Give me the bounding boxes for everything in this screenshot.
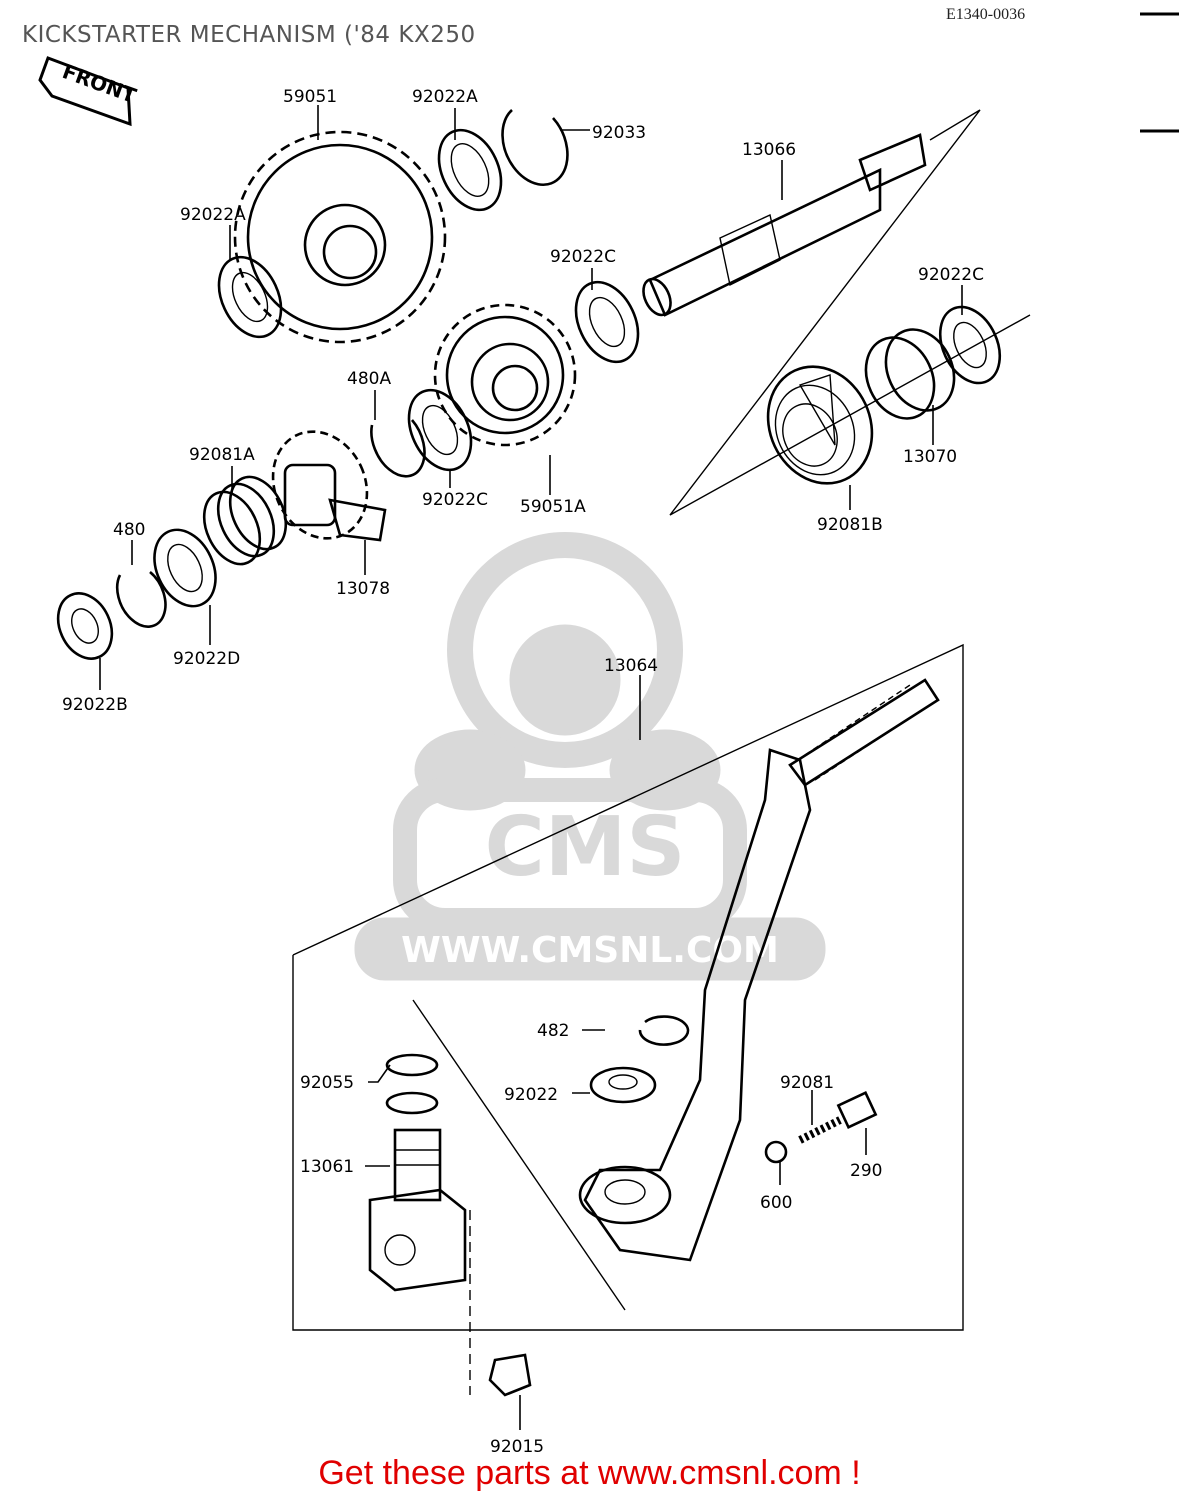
buy-parts-link[interactable]: Get these parts at www.cmsnl.com ! (318, 1454, 861, 1492)
circlip-480a (370, 419, 426, 478)
washer-92022c-low-hole (421, 404, 459, 456)
washer-92022c-right-hole (953, 321, 987, 369)
label-92022a-left: 92022A (180, 205, 246, 225)
assembly-line (412, 999, 626, 1311)
washer-92022-hole (608, 1074, 638, 1090)
label-59051: 59051 (283, 87, 337, 107)
washer-92022a-top-hole (450, 143, 490, 197)
diagram-code: E1340-0036 (946, 6, 1026, 23)
washer-92022b (56, 592, 114, 660)
washer-92022c-mid (574, 280, 640, 364)
oring-92055-a (385, 1053, 439, 1077)
label-92022a-top: 92022A (412, 87, 478, 107)
washer-92022a-left (217, 255, 283, 339)
label-482: 482 (537, 1021, 569, 1041)
watermark-url: WWW.CMSNL.COM (401, 930, 779, 971)
ball-600 (764, 1140, 788, 1164)
gear-59051a (433, 303, 577, 447)
label-92081: 92081 (780, 1073, 834, 1093)
label-92033: 92033 (592, 123, 646, 143)
label-92022c-right: 92022C (918, 265, 984, 285)
front-direction-badge: FRONT (38, 56, 140, 127)
label-92015: 92015 (490, 1437, 544, 1457)
label-480: 480 (113, 520, 145, 540)
label-92022c-mid: 92022C (550, 247, 616, 267)
washer-92022a-left-hole (231, 271, 269, 323)
label-92022d: 92022D (173, 649, 240, 669)
washer-92022d-hole (167, 543, 203, 593)
label-92022: 92022 (504, 1085, 558, 1105)
label-13066: 13066 (742, 140, 796, 160)
label-92022b: 92022B (62, 695, 128, 715)
label-480a: 480A (347, 369, 391, 389)
gear-59051 (233, 130, 447, 344)
label-59051a: 59051A (520, 497, 586, 517)
leader-lines (99, 105, 963, 1430)
spring-92081 (798, 1116, 842, 1144)
washer-92022b-hole (71, 608, 99, 644)
spring-92081b (766, 365, 874, 485)
circlip-480 (115, 570, 167, 628)
label-13070: 13070 (903, 447, 957, 467)
washer-92022c-mid-hole (588, 296, 626, 348)
assembly-outline (669, 109, 1031, 516)
label-92022c-low: 92022C (422, 490, 488, 510)
watermark-brand: CMS (485, 800, 686, 895)
washer-92022d (153, 528, 217, 608)
kick-lever-13064 (578, 678, 940, 1262)
washer-92022 (589, 1066, 657, 1104)
circlip-482 (638, 1015, 690, 1046)
circlip-92033 (501, 109, 569, 187)
label-92055: 92055 (300, 1073, 354, 1093)
lever-boss-13061 (368, 1128, 467, 1292)
label-13078: 13078 (336, 579, 390, 599)
label-92081b: 92081B (817, 515, 883, 535)
washer-92022c-right (938, 305, 1002, 385)
label-290: 290 (850, 1161, 882, 1181)
label-13061: 13061 (300, 1157, 354, 1177)
spring-92081a (202, 475, 288, 566)
washer-92022c-low (407, 388, 473, 472)
page-title: KICKSTARTER MECHANISM ('84 KX250 (22, 22, 476, 48)
label-92081a: 92081A (189, 445, 255, 465)
shaft-13066 (642, 133, 927, 317)
plug-290 (836, 1091, 878, 1129)
label-13064: 13064 (604, 656, 658, 676)
collar-13070 (864, 328, 956, 420)
cms-watermark-logo: CMS WWW.CMSNL.COM (354, 532, 826, 981)
oring-92055-b (385, 1091, 439, 1115)
lever-assembly-frame (292, 643, 964, 1331)
label-600: 600 (760, 1193, 792, 1213)
washer-92022a-top (437, 128, 503, 212)
nut-92015 (488, 1353, 532, 1397)
ratchet-13078 (271, 430, 387, 542)
